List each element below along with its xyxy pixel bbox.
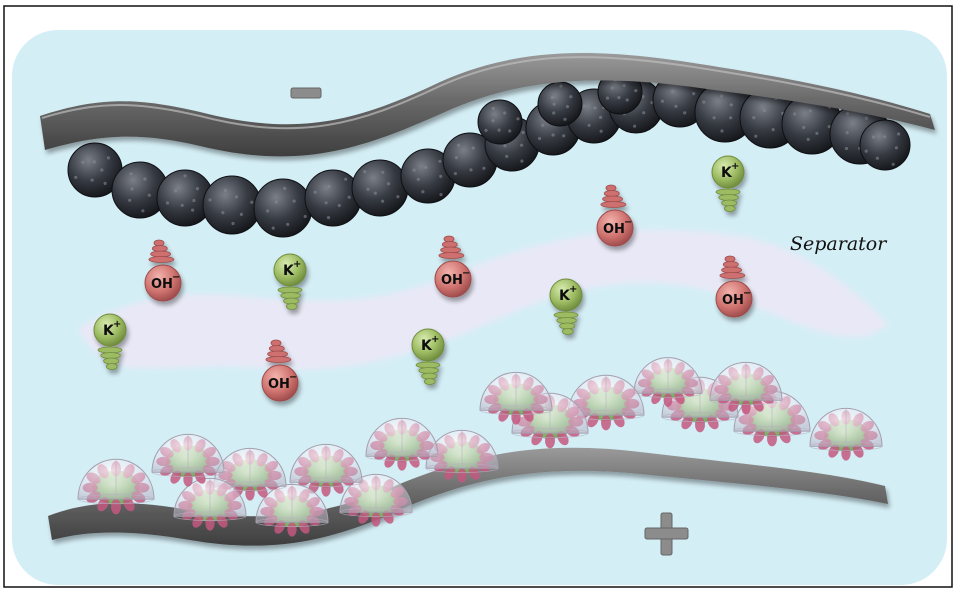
anode-sphere [203,176,261,234]
ion-charge: + [293,259,301,270]
ion-charge: − [172,272,180,283]
separator-label: Separator [790,233,888,255]
ion-label: OH [441,273,463,288]
anode-sphere [352,160,408,216]
ion-charge: + [569,284,577,295]
anode-sphere [478,100,522,144]
anode-sphere [254,179,312,237]
ion-label: OH [151,277,173,292]
ion-charge: − [743,288,751,299]
anode-sphere [305,170,361,226]
ion-charge: + [113,319,121,330]
ion-charge: − [624,217,632,228]
ion-charge: + [731,161,739,172]
anode-sphere [538,82,582,126]
ion-charge: + [431,334,439,345]
ion-label: OH [603,222,625,237]
ion-charge: − [462,268,470,279]
anode-sphere [860,120,910,170]
ion-label: OH [268,377,290,392]
ion-charge: − [289,372,297,383]
ion-label: OH [722,293,744,308]
minus-sign-icon [291,88,321,98]
